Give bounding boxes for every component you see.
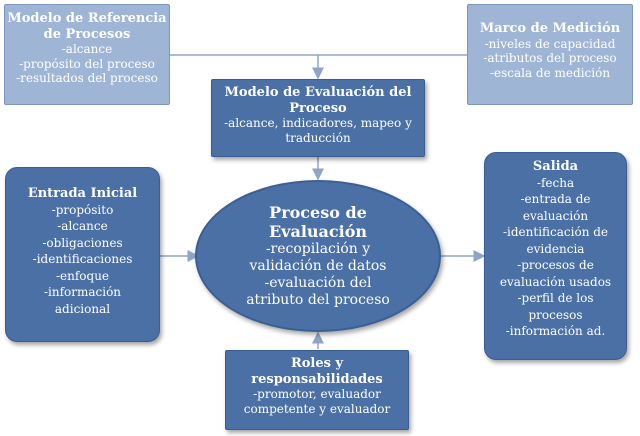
output-item: procesos [528, 307, 583, 322]
assessment-process-title-2: Evaluación [268, 222, 368, 241]
assessment-process-title-1: Proceso de [269, 203, 367, 222]
output-item: evaluación [522, 208, 589, 223]
roles-title-2: responsabilidades [251, 371, 383, 387]
measurement-framework-item: -atributos del proceso [483, 51, 617, 65]
output-item: evidencia [526, 241, 585, 256]
reference-model-item: -alcance [61, 42, 113, 56]
initial-input-box: Entrada Inicial -propósito -alcance -obl… [5, 167, 160, 342]
output-item: -información ad. [505, 324, 606, 338]
assessment-model-title-1: Modelo de Evaluación del [224, 85, 412, 100]
initial-input-item: -obligaciones [42, 235, 123, 250]
reference-model-box: Modelo de Referencia de Procesos -alcanc… [4, 4, 170, 105]
roles-item: competente y evaluador [243, 401, 391, 416]
reference-model-item: -propósito del proceso [19, 56, 155, 71]
initial-input-item: -propósito [51, 202, 114, 217]
measurement-framework-box: Marco de Medición -niveles de capacidad … [467, 4, 633, 105]
assessment-process-item: -evaluación del [264, 275, 372, 291]
roles-item: -promotor, evaluador [253, 387, 381, 401]
assessment-process-item: -recopilación y [265, 241, 371, 257]
assessment-model-item: traducción [285, 130, 351, 145]
initial-input-item: -identificaciones [32, 252, 133, 266]
output-item: -fecha [536, 175, 575, 190]
reference-model-title-2: de Procesos [43, 26, 131, 42]
initial-input-item: -enfoque [55, 268, 110, 283]
initial-input-title: Entrada Inicial [27, 186, 138, 201]
output-item: -identificación de [502, 225, 609, 239]
assessment-process-item: validación de datos [249, 258, 387, 274]
initial-input-item: -información [43, 285, 122, 299]
output-item: -procesos de [517, 258, 594, 272]
initial-input-item: adicional [54, 301, 111, 316]
assessment-model-item: -alcance, indicadores, mapeo y [224, 116, 412, 130]
output-item: -entrada de [520, 192, 591, 206]
measurement-framework-item: -escala de medición [489, 65, 611, 80]
assessment-process-ellipse: Proceso de Evaluación -recopilación y va… [195, 180, 441, 332]
roles-title-1: Roles y [290, 356, 344, 371]
reference-model-title-1: Modelo de Referencia [7, 11, 167, 26]
assessment-process-item: atributo del proceso [246, 292, 390, 308]
output-item: evaluación usados [499, 274, 612, 289]
measurement-framework-item: -niveles de capacidad [484, 36, 616, 51]
roles-box: Roles y responsabilidades -promotor, eva… [225, 350, 409, 430]
reference-model-item: -resultados del proceso [16, 71, 158, 85]
output-item: -perfil de los [517, 291, 594, 305]
assessment-model-title-2: Proceso [289, 100, 347, 116]
initial-input-item: -alcance [57, 219, 108, 233]
measurement-framework-title: Marco de Medición [479, 21, 621, 36]
assessment-model-box: Modelo de Evaluación del Proceso -alcanc… [211, 79, 425, 157]
output-title: Salida [532, 159, 579, 174]
output-box: Salida -fecha -entrada de evaluación -id… [484, 152, 627, 360]
